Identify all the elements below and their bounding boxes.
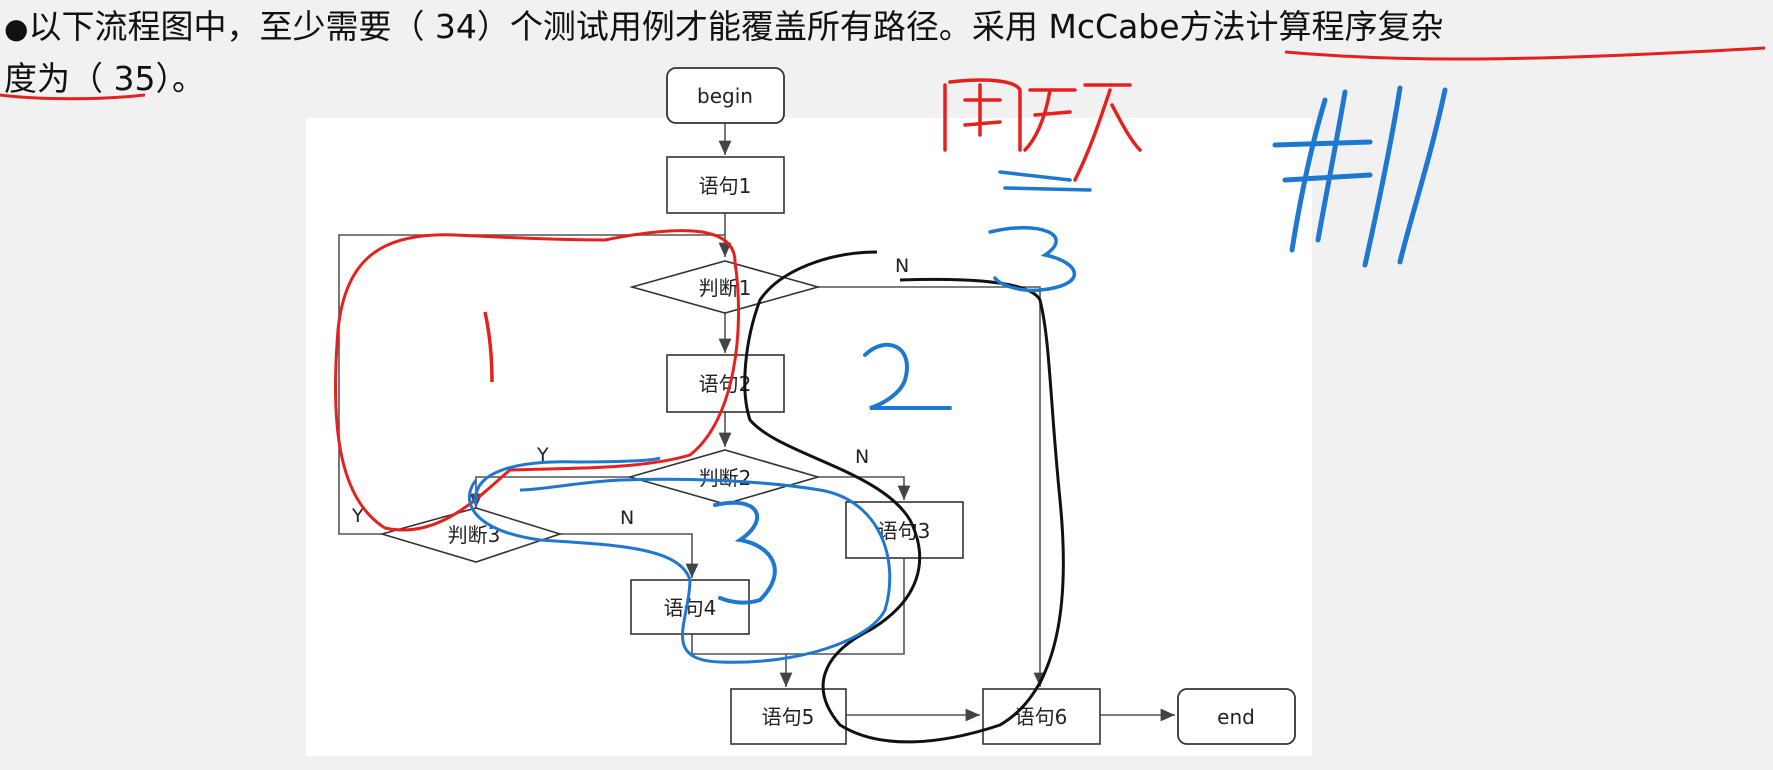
node-begin-label: begin bbox=[697, 84, 753, 108]
node-statement-5-label: 语句5 bbox=[762, 705, 815, 729]
node-statement-1-label: 语句1 bbox=[699, 174, 752, 198]
node-statement-6-label: 语句6 bbox=[1015, 705, 1068, 729]
diagram-background bbox=[306, 118, 1312, 756]
node-decision-1: 判断1 bbox=[629, 260, 821, 314]
node-statement-5: 语句5 bbox=[730, 688, 847, 745]
edge-label-decision-2-y: Y bbox=[536, 444, 549, 466]
red-closed-loop-scribble bbox=[943, 78, 1142, 182]
red-loop-region-1 bbox=[333, 229, 740, 532]
blue-loop-region-3 bbox=[467, 477, 892, 664]
blue-number-3-stroke bbox=[713, 500, 777, 605]
node-decision-1-label: 判断1 bbox=[699, 276, 752, 300]
question-line-2: 度为（ 35）。 bbox=[4, 59, 205, 98]
edge-label-decision-2-n: N bbox=[855, 446, 869, 468]
node-statement-2-label: 语句2 bbox=[699, 372, 752, 396]
blue-number-2-stroke bbox=[863, 342, 952, 410]
edge-label-decision-3-y: Y bbox=[351, 505, 364, 527]
node-end: end bbox=[1177, 688, 1296, 745]
blue-arc-top bbox=[474, 456, 661, 506]
red-underline-1 bbox=[1284, 46, 1766, 61]
black-loop-region-2 bbox=[743, 250, 1065, 744]
node-begin: begin bbox=[666, 67, 785, 124]
red-number-1-stroke bbox=[483, 311, 494, 383]
red-underline-2 bbox=[0, 93, 146, 101]
node-statement-3-label: 语句3 bbox=[878, 519, 931, 543]
blue-equals-three-scribble bbox=[988, 170, 1092, 293]
node-decision-2: 判断2 bbox=[627, 449, 821, 505]
node-statement-6: 语句6 bbox=[982, 688, 1101, 745]
question-line-1: 以下流程图中，至少需要（ 34）个测试用例才能覆盖所有路径。采用 McCabe方… bbox=[28, 7, 1444, 46]
node-decision-2-label: 判断2 bbox=[699, 466, 752, 490]
node-statement-4-label: 语句4 bbox=[664, 596, 717, 620]
node-statement-1: 语句1 bbox=[666, 156, 785, 214]
node-decision-3: 判断3 bbox=[379, 507, 563, 563]
question-text: ●以下流程图中，至少需要（ 34）个测试用例才能覆盖所有路径。采用 McCabe… bbox=[4, 2, 1749, 104]
node-end-label: end bbox=[1217, 705, 1255, 729]
flowchart-edges bbox=[338, 123, 1175, 722]
edge-label-decision-3-n: N bbox=[620, 507, 634, 529]
bullet: ● bbox=[4, 12, 29, 45]
edge-label-decision-1-n: N bbox=[895, 255, 909, 277]
blue-hash-scribble bbox=[1272, 85, 1448, 268]
